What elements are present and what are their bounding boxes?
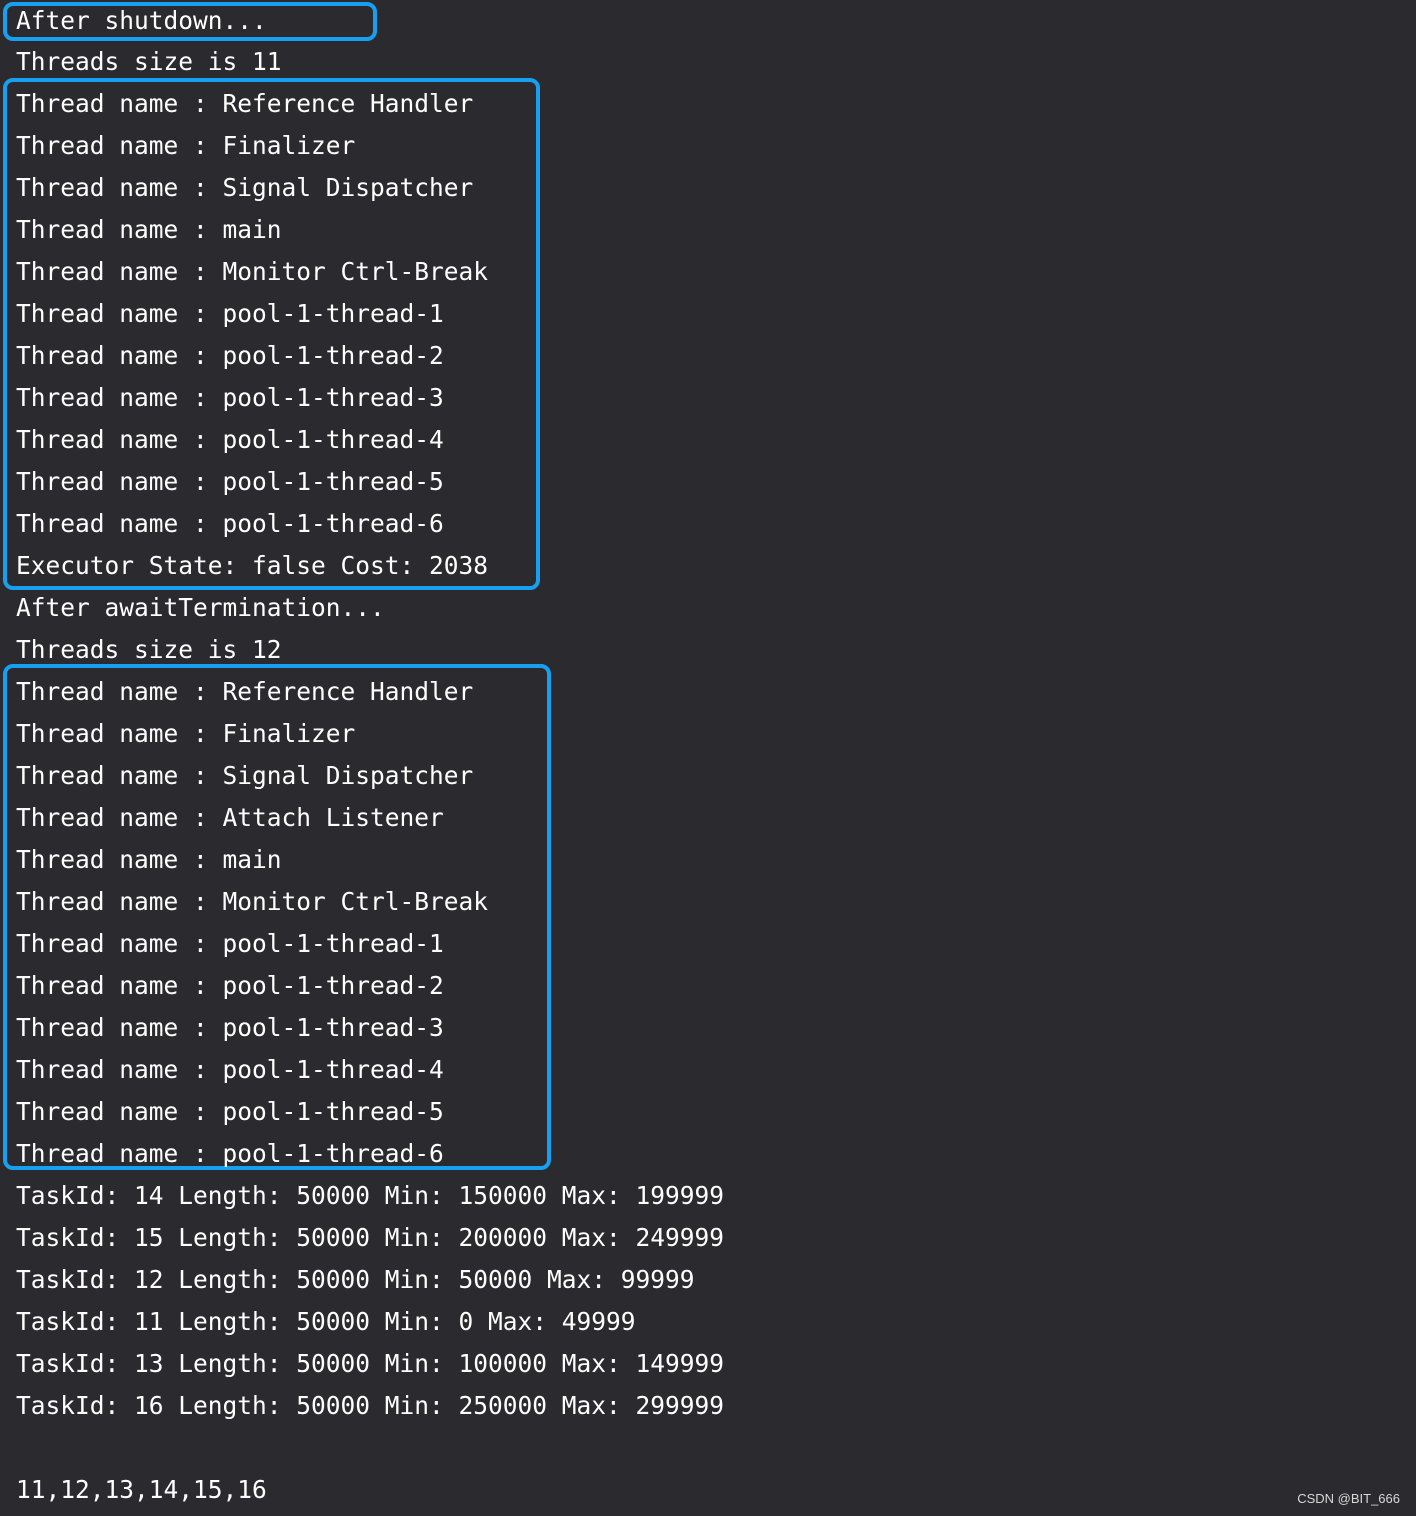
console-line: Thread name : main <box>16 845 282 874</box>
console-line: Thread name : Finalizer <box>16 131 356 160</box>
console-line: Thread name : pool-1-thread-4 <box>16 425 444 454</box>
console-line: Thread name : Signal Dispatcher <box>16 173 474 202</box>
console-line: Thread name : Attach Listener <box>16 803 444 832</box>
console-line: Thread name : Monitor Ctrl-Break <box>16 887 489 916</box>
console-line: Thread name : pool-1-thread-3 <box>16 383 444 412</box>
console-line: Thread name : pool-1-thread-3 <box>16 1013 444 1042</box>
console-line: Thread name : pool-1-thread-2 <box>16 341 444 370</box>
console-line: Threads size is 12 <box>16 635 282 664</box>
console-line: Thread name : pool-1-thread-6 <box>16 509 444 538</box>
console-line: Executor State: false Cost: 2038 <box>16 551 489 580</box>
console-line: Thread name : pool-1-thread-2 <box>16 971 444 1000</box>
console-line: 11,12,13,14,15,16 <box>16 1475 267 1504</box>
console-line: Thread name : pool-1-thread-4 <box>16 1055 444 1084</box>
console-line: Thread name : Monitor Ctrl-Break <box>16 257 489 286</box>
console-line: Thread name : Signal Dispatcher <box>16 761 474 790</box>
console-line: Thread name : Reference Handler <box>16 677 474 706</box>
console-line: After awaitTermination... <box>16 593 385 622</box>
console-line: TaskId: 12 Length: 50000 Min: 50000 Max:… <box>16 1265 695 1294</box>
console-line: Thread name : Finalizer <box>16 719 356 748</box>
console-line: TaskId: 11 Length: 50000 Min: 0 Max: 499… <box>16 1307 636 1336</box>
console-line: Thread name : main <box>16 215 282 244</box>
console-line: TaskId: 15 Length: 50000 Min: 200000 Max… <box>16 1223 725 1252</box>
console-line: After shutdown... <box>16 6 267 35</box>
console-line: Thread name : pool-1-thread-6 <box>16 1139 444 1168</box>
console-line: Thread name : pool-1-thread-1 <box>16 299 444 328</box>
console-line: Thread name : pool-1-thread-1 <box>16 929 444 958</box>
console-line: Thread name : Reference Handler <box>16 89 474 118</box>
console-line: TaskId: 14 Length: 50000 Min: 150000 Max… <box>16 1181 725 1210</box>
console-line: Thread name : pool-1-thread-5 <box>16 467 444 496</box>
console-line: Thread name : pool-1-thread-5 <box>16 1097 444 1126</box>
console-line: Threads size is 11 <box>16 47 282 76</box>
console-line: TaskId: 16 Length: 50000 Min: 250000 Max… <box>16 1391 725 1420</box>
watermark: CSDN @BIT_666 <box>1297 1491 1400 1506</box>
console-line: TaskId: 13 Length: 50000 Min: 100000 Max… <box>16 1349 725 1378</box>
